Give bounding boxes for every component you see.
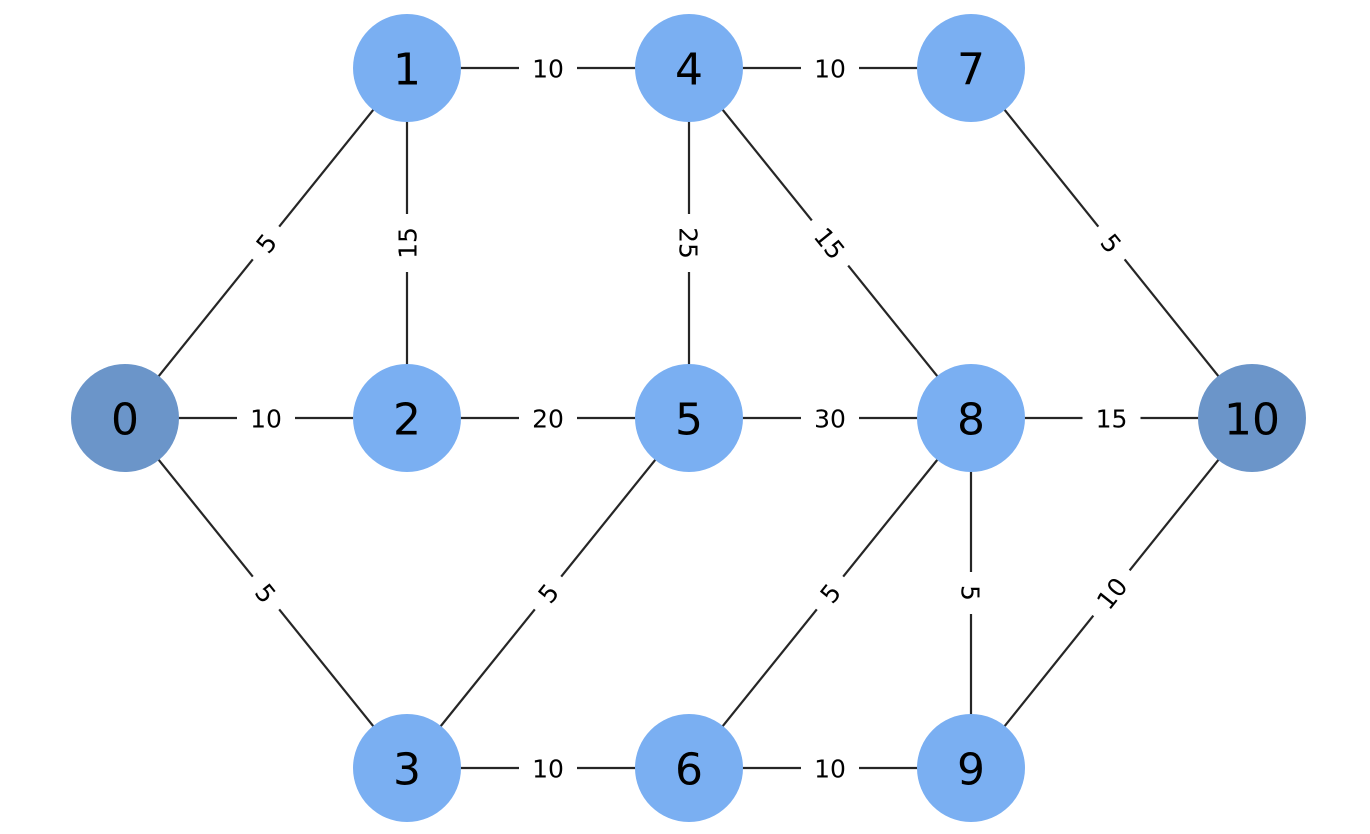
node-circle <box>71 364 179 472</box>
node-circle <box>1198 364 1306 472</box>
edge-weight-text: 10 <box>814 755 846 784</box>
edge-label-background <box>1081 560 1142 626</box>
edge-label-background <box>800 211 860 275</box>
node-1: 1 <box>353 14 461 122</box>
edge-label-3-6: 10 <box>519 753 577 784</box>
node-circle <box>635 714 743 822</box>
edge-weight-text: 20 <box>532 405 564 434</box>
edge-label-8-4: 15 <box>800 211 860 275</box>
node-circle <box>353 364 461 472</box>
node-6: 6 <box>635 714 743 822</box>
node-3: 3 <box>353 714 461 822</box>
node-label: 6 <box>675 745 703 796</box>
edge-weight-text: 25 <box>674 227 703 259</box>
edge-label-4-5: 25 <box>674 214 704 272</box>
node-label: 4 <box>675 45 703 96</box>
node-label: 5 <box>675 395 703 446</box>
edge-label-8-10: 15 <box>1082 403 1141 434</box>
node-circle <box>917 14 1025 122</box>
edge-label-4-7: 10 <box>801 53 859 84</box>
node-10: 10 <box>1198 364 1306 472</box>
edge-weight-text: 30 <box>814 405 846 434</box>
node-7: 7 <box>917 14 1025 122</box>
edge-label-background <box>801 53 859 83</box>
edge-weight-text: 5 <box>956 585 985 601</box>
node-label: 2 <box>393 395 421 446</box>
edge-label-2-1: 15 <box>392 214 423 272</box>
edge-label-background <box>392 214 422 272</box>
edge-label-background <box>519 403 577 433</box>
node-label: 9 <box>957 745 985 796</box>
edge-label-6-8: 5 <box>805 567 855 619</box>
edge-label-0-3: 5 <box>241 567 291 619</box>
edge-label-background <box>801 403 859 433</box>
edge-weight-text: 10 <box>250 405 282 434</box>
node-8: 8 <box>917 364 1025 472</box>
edge-label-background <box>674 214 704 272</box>
node-circle <box>635 14 743 122</box>
node-0: 0 <box>71 364 179 472</box>
edge-label-5-8: 30 <box>801 403 859 434</box>
edge-label-background <box>805 567 855 619</box>
edge-weight-text: 10 <box>814 55 846 84</box>
edge-label-background <box>519 53 577 83</box>
edge-label-9-10: 10 <box>1081 560 1142 626</box>
edge-label-0-2: 10 <box>237 403 295 434</box>
edge-label-2-5: 20 <box>519 403 577 434</box>
edge-label-5-3: 5 <box>523 567 573 619</box>
node-circle <box>917 364 1025 472</box>
nodes-layer: 0 1 2 3 4 5 6 7 8 9 10 <box>71 14 1306 822</box>
edge-weight-text: 15 <box>394 227 423 259</box>
node-label: 10 <box>1224 395 1280 446</box>
edge-label-6-9: 10 <box>801 753 859 784</box>
edge-label-1-4: 10 <box>519 53 577 84</box>
node-circle <box>353 14 461 122</box>
node-2: 2 <box>353 364 461 472</box>
node-label: 1 <box>393 45 421 96</box>
edge-label-background <box>801 753 859 783</box>
node-9: 9 <box>917 714 1025 822</box>
node-label: 7 <box>957 45 985 96</box>
edge-label-background <box>956 572 986 614</box>
edge-weight-text: 15 <box>1096 405 1128 434</box>
node-circle <box>353 714 461 822</box>
edge-label-background <box>237 403 295 433</box>
node-5: 5 <box>635 364 743 472</box>
node-label: 8 <box>957 395 985 446</box>
node-label: 0 <box>111 395 139 446</box>
edge-label-background <box>1086 217 1137 269</box>
edge-label-0-1: 5 <box>241 217 291 269</box>
edge-weight-text: 10 <box>532 755 564 784</box>
edge-label-background <box>1082 403 1141 433</box>
edge-label-background <box>241 567 291 619</box>
edge-weight-text: 10 <box>532 55 564 84</box>
node-label: 3 <box>393 745 421 796</box>
node-circle <box>635 364 743 472</box>
node-4: 4 <box>635 14 743 122</box>
node-circle <box>917 714 1025 822</box>
edge-label-7-10: 5 <box>1086 217 1137 269</box>
edge-label-background <box>519 753 577 783</box>
edge-label-background <box>523 567 573 619</box>
edge-label-background <box>241 217 291 269</box>
edge-label-8-9: 5 <box>956 572 986 614</box>
